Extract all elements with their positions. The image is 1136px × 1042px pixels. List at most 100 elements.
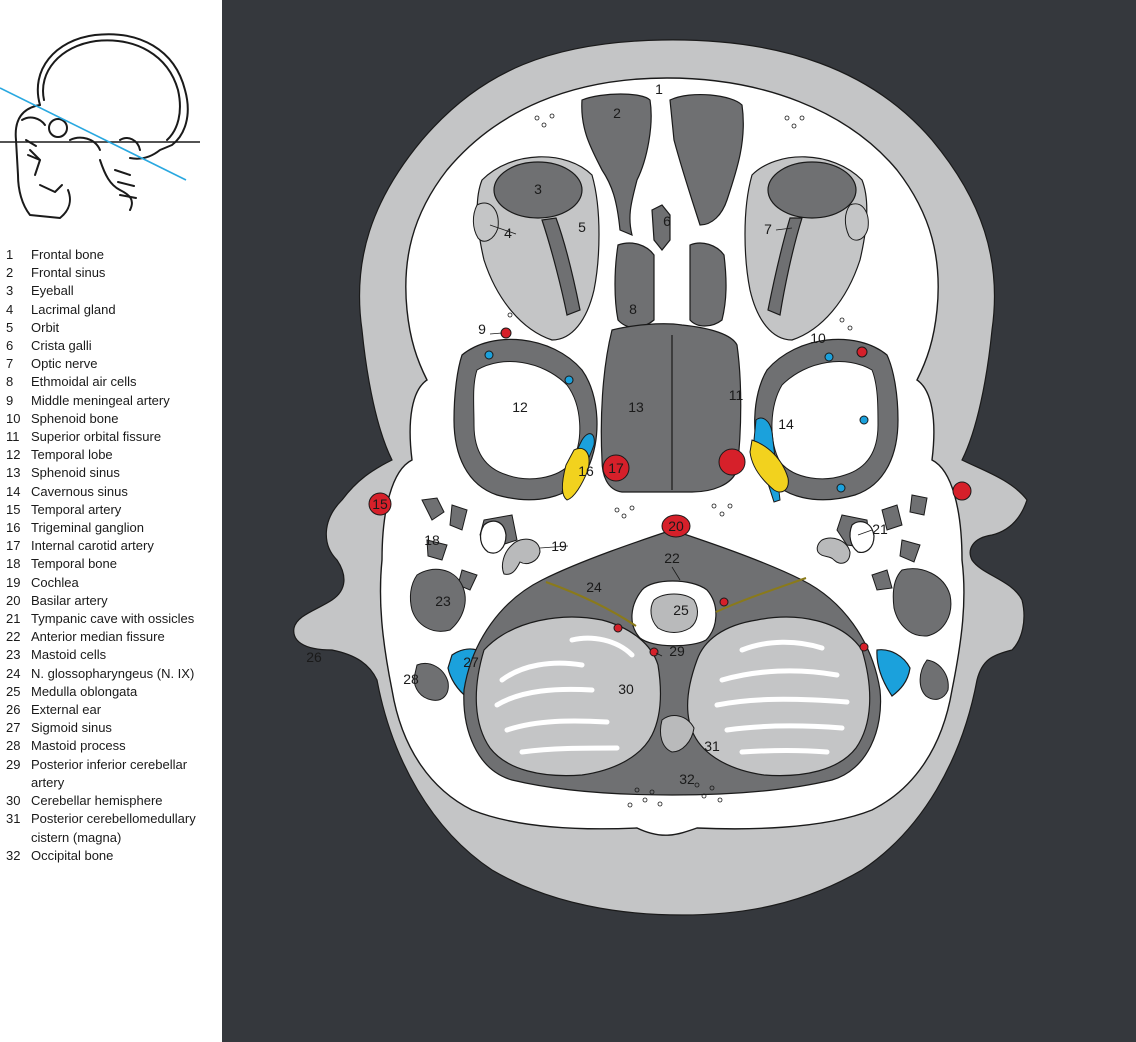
cerebellar-folia — [494, 635, 850, 755]
legend-text: Temporal artery — [31, 501, 122, 517]
crista-galli — [651, 204, 671, 251]
label-32: 32 — [679, 771, 695, 787]
left-trigeminal-ganglion — [561, 447, 590, 501]
legend-text: External ear — [31, 702, 102, 718]
legend-text: Trigeminal ganglion — [31, 520, 144, 536]
legend-item: 16 Trigeminal ganglion — [6, 519, 218, 537]
legend-item: 4 Lacrimal gland — [6, 301, 218, 319]
legend-number: 17 — [6, 538, 21, 554]
legend-number: 21 — [6, 611, 21, 627]
legend-text: Anterior median fissure — [31, 629, 165, 645]
left-temporal-artery — [368, 492, 392, 516]
left-eyeball — [493, 161, 583, 219]
legend-number: 11 — [6, 429, 20, 445]
right-mastoid-cells — [892, 568, 952, 637]
legend-number: 22 — [6, 629, 21, 645]
legend-item: 26 External ear — [6, 701, 218, 719]
legend-text: Lacrimal gland — [31, 301, 116, 317]
right-lacrimal-gland — [844, 203, 869, 241]
artery-dot — [859, 642, 869, 652]
legend-number: 25 — [6, 683, 21, 699]
posterior-inferior-cerebellar-artery — [649, 647, 659, 657]
label-11: 11 — [729, 387, 744, 403]
frontal-sinus-right — [669, 94, 744, 226]
legend-text: Tympanic cave with ossicles — [31, 611, 195, 627]
skull-orientation-icon — [0, 33, 200, 219]
label-3: 3 — [534, 181, 542, 197]
vein-dot — [484, 350, 494, 360]
label-19: 19 — [551, 538, 567, 554]
artery-dot — [613, 623, 623, 633]
leader-lines — [489, 224, 873, 657]
legend-number: 15 — [6, 501, 21, 517]
right-cochlea — [816, 537, 851, 564]
left-middle-meningeal-artery — [500, 327, 512, 339]
label-20: 20 — [668, 518, 684, 534]
vein-dot — [824, 352, 834, 362]
legend-text: Occipital bone — [31, 847, 114, 863]
left-temporal-lobe-inner — [473, 361, 581, 480]
legend-text: Sphenoid sinus — [31, 465, 120, 481]
legend-number: 16 — [6, 520, 21, 536]
left-mastoid-cells — [409, 568, 466, 632]
legend-number: 9 — [6, 392, 14, 408]
legend-text: Crista galli — [31, 338, 92, 354]
label-16: 16 — [578, 463, 594, 479]
label-12: 12 — [512, 399, 528, 415]
legend-number: 4 — [6, 301, 14, 317]
legend-text: N. glossopharyngeus (N. IX) — [31, 665, 195, 681]
left-internal-carotid-artery — [602, 454, 630, 482]
legend-text: Internal carotid artery — [31, 538, 154, 554]
left-mastoid-process — [413, 663, 449, 701]
vein-dot — [564, 375, 574, 385]
right-sigmoid-sinus — [876, 649, 911, 697]
left-cerebellar-hemisphere — [475, 616, 662, 777]
label-22: 22 — [664, 550, 680, 566]
legend-item: 11 Superior orbital fissure — [6, 428, 218, 446]
right-temporal-artery — [952, 481, 972, 501]
label-13: 13 — [628, 399, 644, 415]
legend-number: 3 — [6, 283, 14, 299]
label-2: 2 — [613, 105, 621, 121]
legend-number: 26 — [6, 702, 21, 718]
legend-text: Cochlea — [31, 574, 79, 590]
right-eyeball — [767, 161, 857, 219]
label-15: 15 — [372, 496, 388, 512]
label-5: 5 — [578, 219, 586, 235]
legend-number: 6 — [6, 338, 14, 354]
basilar-artery — [661, 514, 691, 538]
right-tympanic-cave — [849, 521, 875, 553]
legend-item: 15 Temporal artery — [6, 501, 218, 519]
legend-text: Superior orbital fissure — [31, 429, 162, 445]
label-23: 23 — [435, 593, 451, 609]
artery-dot — [719, 597, 729, 607]
label-14: 14 — [778, 416, 794, 432]
cutting-plane-line — [0, 87, 187, 181]
legend-number: 12 — [6, 447, 21, 463]
legend-number: 5 — [6, 319, 14, 335]
legend-number: 24 — [6, 665, 21, 681]
right-temporal-lobe-inner — [771, 361, 879, 480]
label-27: 27 — [463, 654, 479, 670]
legend-number: 8 — [6, 374, 14, 390]
label-30: 30 — [618, 681, 634, 697]
right-internal-carotid-artery — [718, 448, 746, 476]
legend-text: Optic nerve — [31, 356, 98, 372]
legend-text: Orbit — [31, 319, 60, 335]
medulla-core — [650, 593, 698, 633]
legend-text: Medulla oblongata — [31, 683, 138, 699]
legend-number: 2 — [6, 265, 14, 281]
